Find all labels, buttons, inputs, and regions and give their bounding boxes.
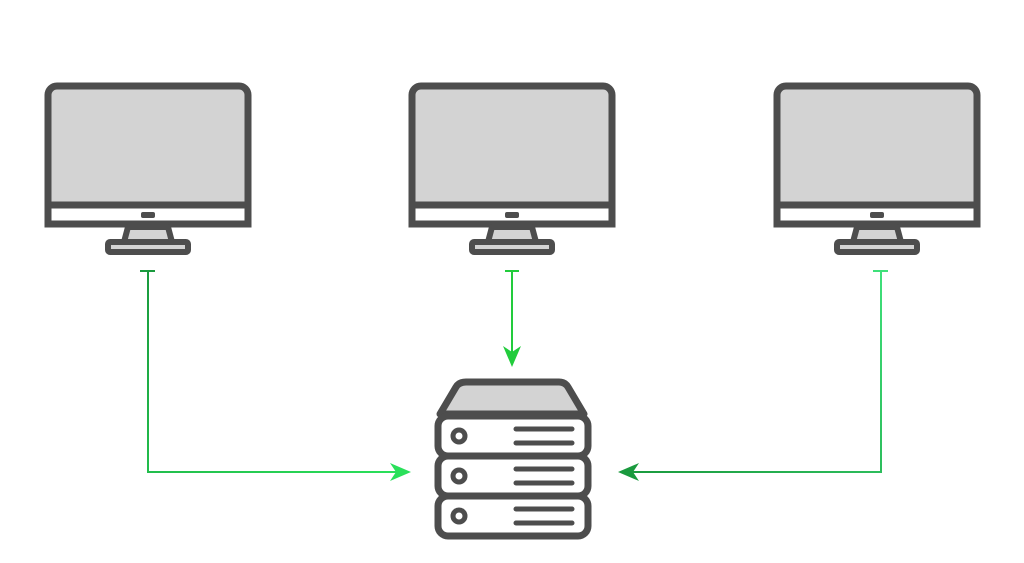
server-unit xyxy=(434,492,592,540)
arrow-head-icon xyxy=(390,463,411,481)
server-unit xyxy=(434,412,592,460)
server-stack-icon xyxy=(434,378,592,540)
desktop-monitor-icon xyxy=(773,82,981,255)
power-indicator-icon xyxy=(505,212,519,218)
arrow-head-icon xyxy=(618,463,639,481)
power-indicator-icon xyxy=(141,212,155,218)
desktop-monitor-icon xyxy=(44,82,252,255)
connector-center xyxy=(503,270,521,367)
arrow-head-icon xyxy=(503,346,521,367)
power-indicator-icon xyxy=(870,212,884,218)
connector-right xyxy=(618,270,888,481)
monitor-base xyxy=(105,239,191,255)
connector-left xyxy=(140,270,411,481)
desktop-monitor-icon xyxy=(408,82,616,255)
monitor-base xyxy=(469,239,555,255)
server-led-icon xyxy=(450,467,468,485)
server-top-cap xyxy=(436,378,588,418)
server-led-icon xyxy=(450,507,468,525)
monitor-base xyxy=(834,239,920,255)
server-unit xyxy=(434,452,592,500)
server-led-icon xyxy=(450,427,468,445)
